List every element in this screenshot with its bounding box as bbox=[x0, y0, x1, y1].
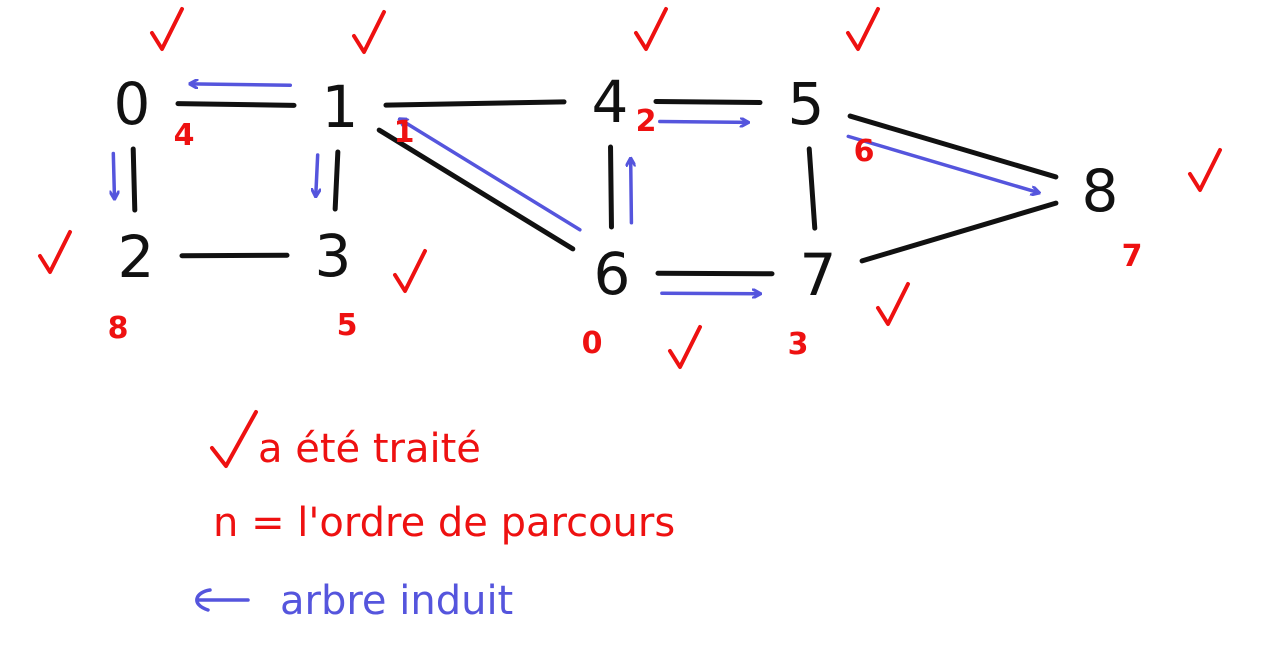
node-2: 2 bbox=[118, 223, 155, 291]
order-label-4: 2 bbox=[636, 104, 657, 139]
tree-arrow-6-1 bbox=[400, 119, 582, 232]
check-icon-3 bbox=[393, 249, 427, 293]
legend-processed-text: a été traité bbox=[258, 426, 481, 472]
edge-5-7 bbox=[806, 146, 818, 231]
legend-tree-arrow-icon bbox=[195, 588, 250, 612]
order-label-6: 0 bbox=[582, 326, 603, 361]
order-label-8: 7 bbox=[1122, 239, 1143, 274]
edge-5-8 bbox=[847, 113, 1059, 180]
traversal-orders: 4 1 8 5 2 6 0 3 7 bbox=[108, 104, 1143, 362]
node-0: 0 bbox=[114, 70, 151, 138]
legend-order-text: n = l'ordre de parcours bbox=[213, 500, 675, 546]
check-icon-8 bbox=[1188, 148, 1222, 192]
edge-1-4 bbox=[383, 99, 567, 108]
order-label-5: 6 bbox=[854, 134, 875, 169]
node-5: 5 bbox=[788, 70, 825, 138]
tree-arrow-1-0 bbox=[190, 84, 293, 85]
processed-checkmarks bbox=[38, 7, 1222, 369]
edge-0-2 bbox=[130, 146, 138, 213]
order-label-2: 8 bbox=[108, 311, 129, 346]
edge-0-1 bbox=[175, 101, 297, 108]
edge-6-7 bbox=[655, 270, 775, 277]
check-icon-7 bbox=[876, 282, 910, 326]
tree-arrow-4-5 bbox=[658, 122, 748, 123]
tree-arrow-6-4 bbox=[631, 159, 632, 225]
tree-arrow-5-8 bbox=[846, 134, 1038, 192]
order-label-0: 4 bbox=[174, 118, 195, 153]
edge-1-6 bbox=[376, 127, 576, 252]
edge-1-3 bbox=[332, 149, 341, 212]
check-icon-4 bbox=[634, 7, 668, 51]
node-1: 1 bbox=[322, 73, 359, 141]
legend: a été traité n = l'ordre de parcours arb… bbox=[195, 410, 675, 624]
node-4: 4 bbox=[592, 68, 629, 136]
edge-7-8 bbox=[859, 200, 1059, 264]
node-6: 6 bbox=[594, 240, 631, 308]
induced-tree-arrows bbox=[113, 84, 1038, 294]
check-icon-6 bbox=[668, 325, 702, 369]
check-icon-1 bbox=[352, 10, 386, 54]
order-label-3: 5 bbox=[337, 308, 358, 343]
edges bbox=[130, 98, 1059, 277]
edge-4-5 bbox=[653, 98, 763, 106]
legend-check-icon bbox=[210, 410, 258, 468]
tree-arrow-1-3 bbox=[316, 153, 318, 196]
order-label-1: 1 bbox=[394, 115, 415, 150]
node-8: 8 bbox=[1082, 157, 1119, 225]
legend-tree-text: arbre induit bbox=[280, 578, 513, 624]
check-icon-2 bbox=[38, 230, 72, 274]
node-7: 7 bbox=[800, 241, 837, 309]
check-icon-5 bbox=[846, 7, 880, 51]
tree-arrow-0-2 bbox=[113, 151, 114, 199]
node-3: 3 bbox=[315, 222, 352, 290]
check-icon-0 bbox=[150, 7, 184, 51]
order-label-7: 3 bbox=[788, 327, 809, 362]
edge-2-3 bbox=[179, 252, 290, 259]
edge-4-6 bbox=[608, 144, 614, 230]
